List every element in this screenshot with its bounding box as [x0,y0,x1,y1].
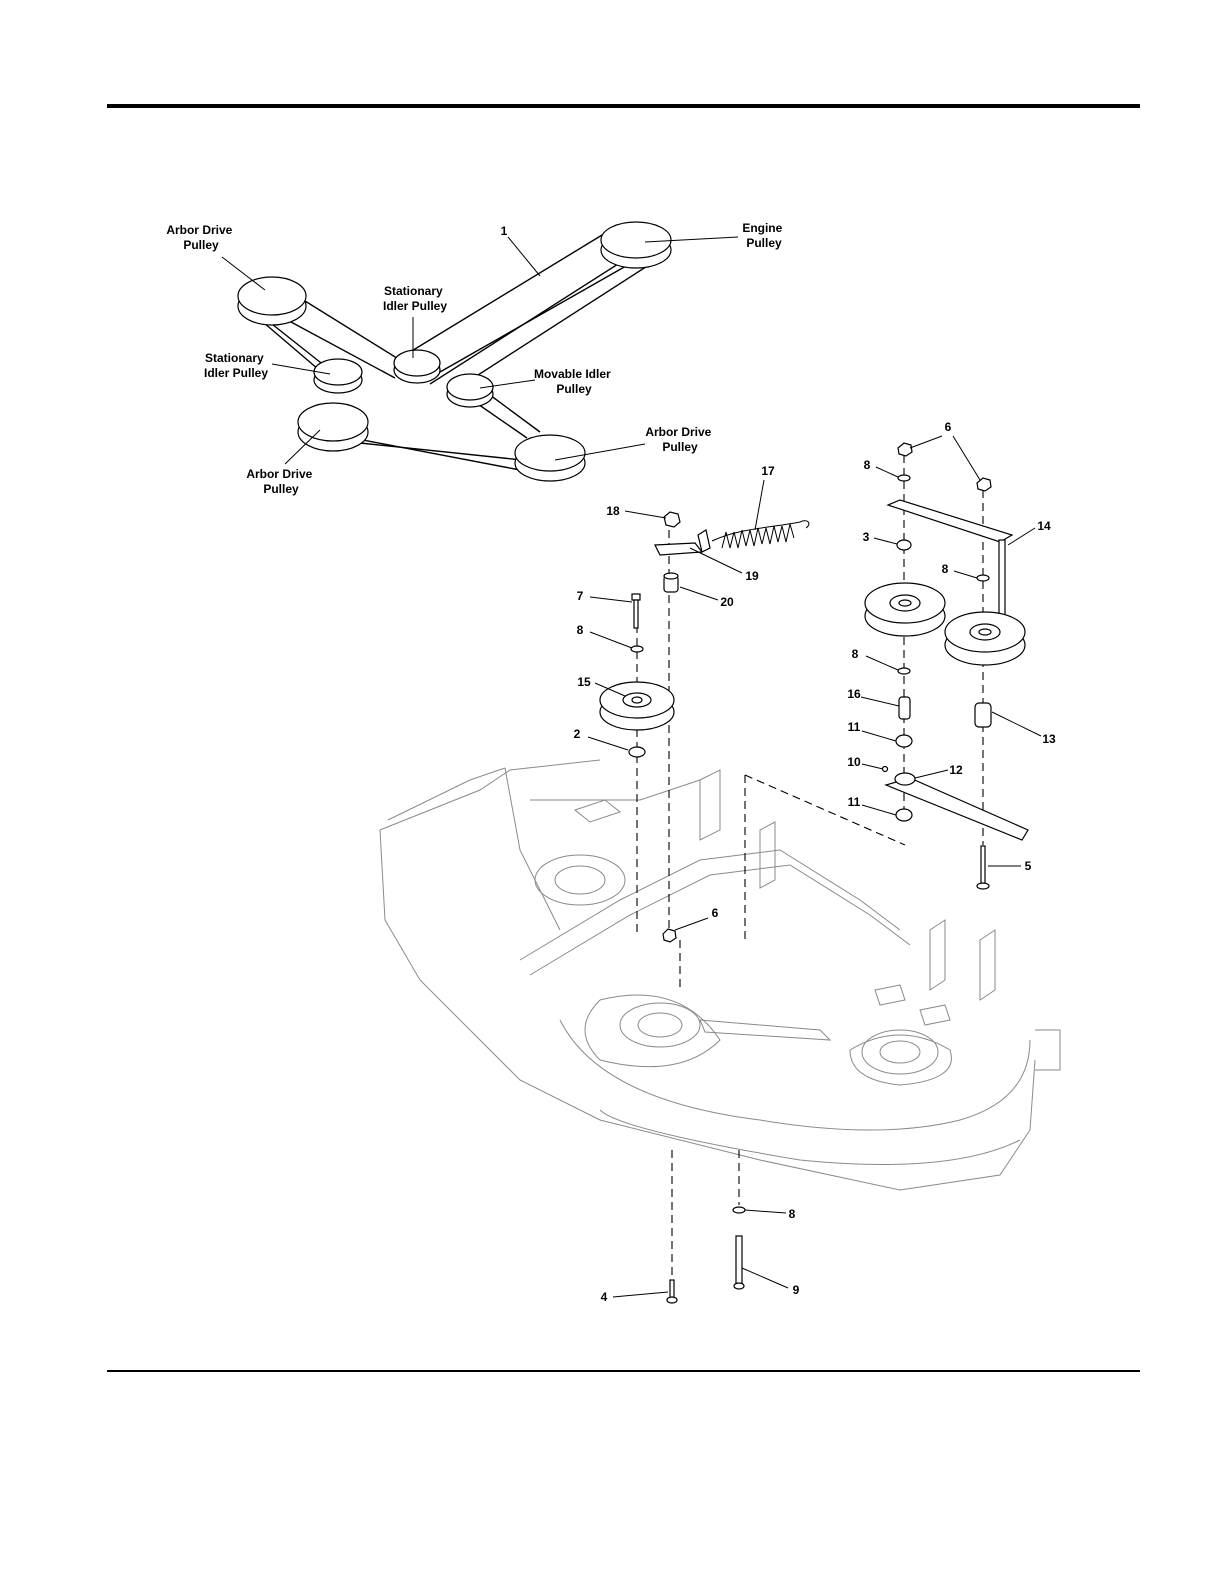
part-11-bushing-upper [896,735,912,747]
part-8-washer-bottom [733,1207,745,1213]
callout-5: 5 [1025,859,1032,873]
callout-8-mid: 8 [942,562,949,576]
callout-8-lower: 8 [852,647,859,661]
engine-pulley [601,222,671,268]
callout-6-lower: 6 [712,906,719,920]
label-stationary-idler-pulley-left: Stationary Idler Pulley [204,351,268,380]
stationary-idler-pulley-left [314,359,362,393]
callout-leaders [588,436,1041,1297]
label-stationary-idler-pulley-center: Stationary Idler Pulley [383,284,447,313]
label-engine-pulley: Engine Pulley [742,221,785,250]
callout-8-left: 8 [577,623,584,637]
part-13-spacer [975,703,991,727]
callout-4: 4 [601,1290,608,1304]
callout-2: 2 [574,727,581,741]
part-8-washer-mid [977,575,989,581]
callout-9: 9 [793,1283,800,1297]
part-8-washer-lower [898,668,910,674]
callout-3: 3 [863,530,870,544]
idler-pulley-right-a [865,583,945,636]
parts [600,443,1028,1303]
part-15-idler-pulley [600,682,674,730]
stationary-idler-pulley-center [394,350,440,383]
label-arbor-drive-pulley-top-left: Arbor Drive Pulley [166,223,235,252]
callout-6-upper: 6 [945,420,952,434]
part-2-spacer [629,747,645,757]
arbor-drive-pulley-top-left [238,277,306,325]
part-19-bracket [655,530,710,555]
part-10-fitting [883,767,888,772]
part-18-nut [664,512,680,527]
label-movable-idler-pulley: Movable Idler Pulley [534,367,614,396]
callout-18: 18 [606,504,620,518]
idler-pulley-right-b [945,612,1025,665]
part-5-bolt [977,846,989,889]
part-12-arm [886,773,1028,840]
callout-8-bottom: 8 [789,1207,796,1221]
belt-routing-diagram: Arbor Drive Pulley Engine Pulley Station… [166,221,785,496]
part-17-spring [712,521,809,548]
arbor-drive-pulley-bottom-left [298,403,368,451]
part-3-bearing [897,540,911,550]
callout-12: 12 [949,763,963,777]
part-8-washer-left [631,646,643,652]
callout-15: 15 [577,675,591,689]
callout-13: 13 [1042,732,1056,746]
callout-1: 1 [501,224,508,238]
mower-deck [380,760,1060,1190]
part-7-bolt [632,594,640,628]
part-4-bolt [667,1280,677,1303]
part-6-nut-lower [663,929,676,942]
arbor-drive-pulley-right [515,435,585,481]
callout-14: 14 [1037,519,1051,533]
callout-11-lower: 11 [848,795,861,809]
callout-20: 20 [720,595,734,609]
callout-19: 19 [745,569,759,583]
callout-10: 10 [847,755,861,769]
callout-11-upper: 11 [848,720,861,734]
label-arbor-drive-pulley-bottom-left: Arbor Drive Pulley [246,467,315,496]
part-6-nut-right-b [977,478,991,491]
label-arbor-drive-pulley-right: Arbor Drive Pulley [645,425,714,454]
part-8-washer-upper [898,475,910,481]
part-9-bolt [734,1236,744,1289]
part-16-spacer [899,697,910,719]
part-20-spacer [664,573,678,592]
callout-17: 17 [761,464,775,478]
callout-7: 7 [577,589,584,603]
callout-16: 16 [847,687,861,701]
movable-idler-pulley [447,374,493,407]
part-6-nut-right-a [898,443,912,456]
callout-8-upper: 8 [864,458,871,472]
part-11-bushing-lower [896,809,912,821]
